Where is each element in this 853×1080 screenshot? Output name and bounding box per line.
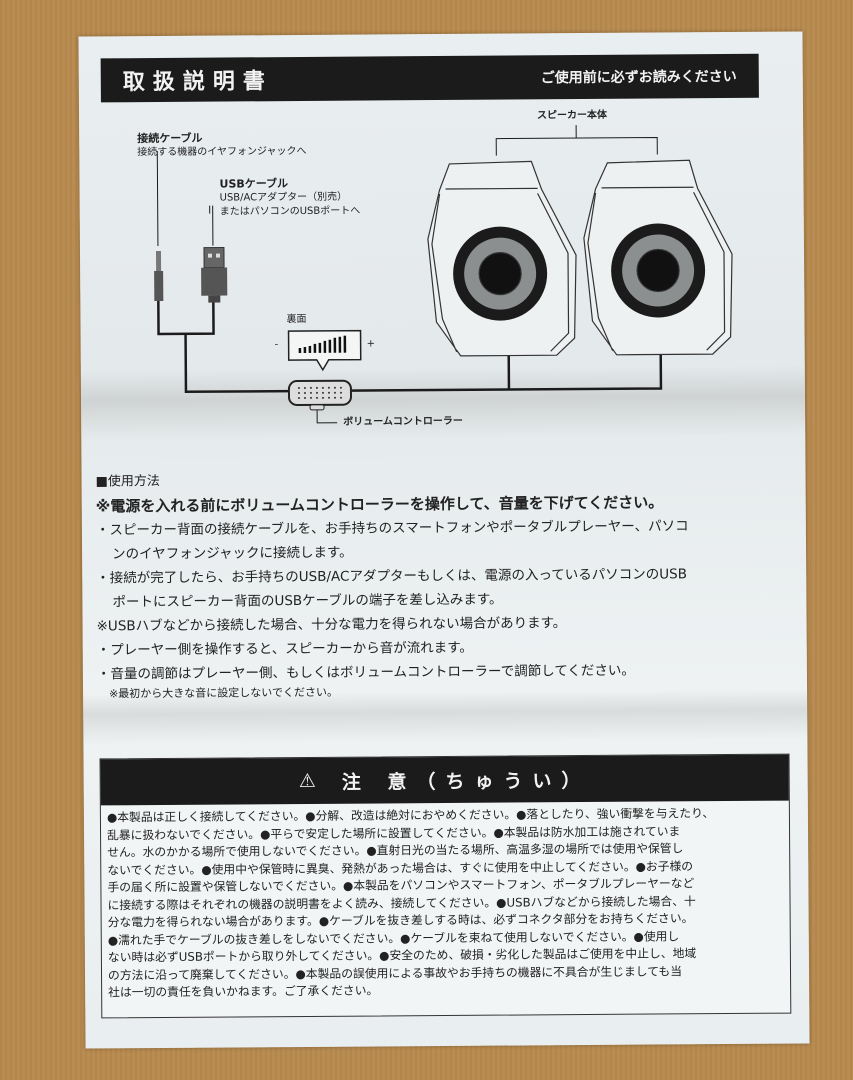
volume-controller-icon [287, 379, 352, 411]
caution-header: ⚠ 注 意（ちゅうい） [100, 754, 789, 806]
minus-label: - [274, 339, 279, 351]
caution-body: ●本製品は正しく接続してください。●分解、改造は絶対におやめください。●落とした… [101, 801, 790, 1006]
usage-small-note: ※最初から大きな音に設定しないでください。 [109, 685, 338, 701]
connection-diagram [154, 125, 733, 424]
connect-cable-label: 接続ケーブル 接続する機器のイヤフォンジャックへ [137, 131, 307, 159]
audio-jack-icon [154, 250, 164, 302]
back-side-label: 裏面 [286, 313, 307, 326]
caution-line: 社は一切の責任を負いかねます。ご了承ください。 [108, 983, 379, 1000]
instruction-sheet: 取扱説明書 ご使用前に必ずお読みください [78, 31, 810, 1049]
speaker-body-label: スピーカー本体 [537, 109, 608, 122]
speaker-right-icon [583, 159, 733, 356]
volume-callout [287, 329, 362, 372]
warning-icon: ⚠ [298, 769, 326, 793]
caution-title: 注 意（ちゅうい） [341, 769, 591, 794]
caution-box: ⚠ 注 意（ちゅうい） ●本製品は正しく接続してください。●分解、改造は絶対にお… [99, 753, 792, 1019]
usage-section: ■使用方法 ※電源を入れる前にボリュームコントローラーを操作して、音量を下げてく… [96, 466, 788, 703]
plus-label: + [366, 338, 376, 350]
usb-cable-label: USBケーブル USB/ACアダプター（別売） またはパソコンのUSBポートへ [219, 177, 361, 218]
usage-step: ・スピーカー背面の接続ケーブルを、お手持ちのスマートフォンやポータブルプレーヤー… [95, 518, 689, 539]
speaker-left-icon [427, 160, 577, 357]
cable-lines [156, 125, 663, 424]
usb-plug-icon [201, 247, 228, 303]
volume-controller-label: ボリュームコントローラー [343, 415, 463, 428]
volume-level-icon [298, 335, 347, 354]
usage-step: ・接続が完了したら、お手持ちのUSB/ACアダプターもしくは、電源の入っているパ… [96, 566, 688, 587]
